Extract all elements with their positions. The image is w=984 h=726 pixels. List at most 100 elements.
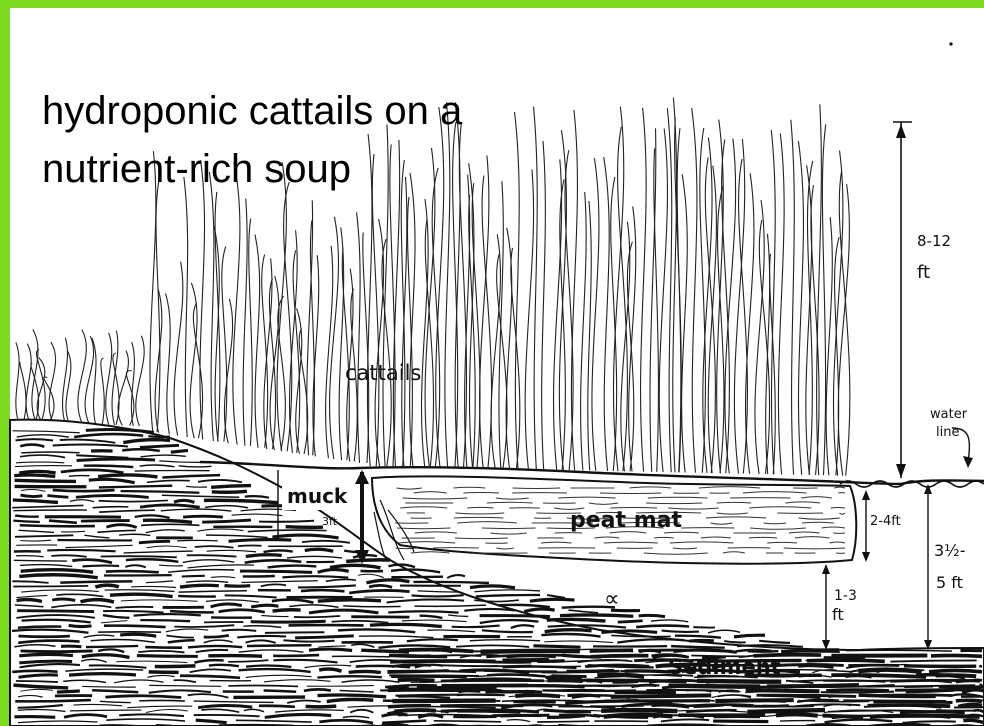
sediment-hatch-stroke	[870, 716, 980, 717]
shore-hatch-stroke	[734, 635, 765, 637]
sediment-hatch-stroke	[694, 705, 724, 707]
sediment-hatch-stroke	[776, 714, 818, 715]
shore-hatch-stroke	[14, 717, 55, 718]
shore-hatch-stroke	[18, 627, 61, 628]
peat-texture-stroke	[454, 517, 504, 518]
shore-hatch-stroke	[412, 595, 464, 596]
shore-hatch-stroke	[83, 566, 120, 567]
sediment-hatch-stroke	[567, 695, 600, 696]
shore-hatch-stroke	[240, 571, 312, 572]
shore-hatch-stroke	[636, 626, 689, 628]
sediment-hatch-stroke	[604, 715, 673, 717]
shore-hatch-stroke	[317, 676, 381, 677]
shore-hatch-stroke	[12, 671, 57, 672]
shore-hatch-stroke	[286, 527, 323, 528]
ink-dot	[949, 42, 952, 45]
shore-hatch-stroke	[180, 585, 219, 587]
sediment-hatch-stroke	[931, 655, 982, 656]
shore-hatch-stroke	[61, 646, 81, 647]
shore-hatch-stroke	[148, 436, 170, 437]
shore-hatch-stroke	[513, 702, 555, 703]
shore-hatch-stroke	[327, 699, 374, 701]
sediment-hatch-stroke	[826, 690, 889, 691]
shore-hatch-stroke	[182, 576, 205, 577]
shore-hatch-stroke	[104, 626, 166, 627]
sediment-hatch-stroke	[515, 695, 560, 696]
sediment-hatch-stroke	[389, 655, 431, 656]
sediment-hatch-stroke	[392, 665, 432, 667]
sediment-hatch-stroke	[746, 690, 820, 691]
sediment-hatch-stroke	[807, 660, 885, 661]
shore-hatch-stroke	[273, 610, 301, 611]
sediment-hatch-stroke	[586, 680, 686, 681]
sediment-hatch-stroke	[936, 675, 977, 676]
shore-hatch-stroke	[18, 636, 69, 637]
shore-hatch-stroke	[13, 510, 87, 511]
sediment-hatch-stroke	[484, 671, 557, 672]
shore-hatch-stroke	[57, 691, 80, 692]
sediment-hatch-stroke	[398, 680, 435, 681]
sediment-hatch-stroke	[390, 661, 495, 662]
shore-hatch-stroke	[560, 615, 633, 616]
shore-hatch-stroke	[873, 702, 952, 703]
shore-hatch-stroke	[120, 634, 156, 636]
shore-hatch-stroke	[69, 476, 89, 477]
sediment-hatch-stroke	[831, 675, 926, 677]
mat-thickness-label: 2-4ft	[870, 514, 901, 529]
water-line-label-1: water	[930, 407, 968, 422]
shore-hatch-stroke	[385, 687, 409, 688]
shore-hatch-stroke	[264, 690, 297, 691]
sediment-hatch-stroke	[389, 675, 479, 676]
shore-hatch-stroke	[480, 616, 550, 617]
sediment-hatch-stroke	[757, 695, 857, 696]
shore-hatch-stroke	[318, 600, 381, 601]
sediment-hatch-stroke	[936, 710, 982, 711]
shore-hatch-stroke	[135, 470, 210, 471]
muck-label: muck	[287, 484, 348, 508]
sediment-hatch-stroke	[394, 710, 436, 711]
sediment-hatch-stroke	[697, 681, 781, 682]
shore-hatch-stroke	[81, 521, 130, 522]
shore-hatch-stroke	[17, 611, 94, 612]
shore-hatch-stroke	[265, 632, 324, 633]
shore-hatch-stroke	[212, 491, 247, 492]
shore-hatch-stroke	[530, 599, 575, 601]
sediment-hatch-stroke	[532, 705, 583, 706]
sediment-hatch-stroke	[736, 650, 772, 651]
shore-hatch-stroke	[332, 656, 390, 657]
shore-hatch-stroke	[900, 712, 965, 713]
muck-depth-label: 3ft	[322, 515, 338, 528]
shore-hatch-stroke	[224, 586, 250, 587]
shore-hatch-stroke	[86, 646, 138, 647]
sediment-hatch-stroke	[858, 670, 921, 672]
shore-hatch-stroke	[309, 649, 352, 650]
shore-hatch-stroke	[601, 631, 657, 633]
sediment-hatch-stroke	[585, 665, 649, 666]
sediment-hatch-stroke	[867, 695, 952, 696]
shore-hatch-stroke	[77, 459, 155, 461]
sediment-hatch-stroke	[547, 680, 582, 681]
shore-hatch-stroke	[149, 672, 179, 673]
shore-hatch-stroke	[19, 471, 55, 473]
sediment-hatch-stroke	[868, 705, 951, 706]
shore-hatch-stroke	[106, 571, 159, 572]
sediment-hatch-stroke	[668, 686, 760, 687]
fish-symbol: ∝	[604, 587, 620, 612]
sediment-hatch-stroke	[388, 706, 431, 707]
shore-hatch-stroke	[137, 656, 198, 657]
depth-label-2: 5 ft	[936, 573, 963, 592]
sediment-hatch-stroke	[958, 705, 982, 707]
shore-hatch-stroke	[13, 586, 88, 587]
height-label: 8-12	[917, 232, 951, 250]
sediment-hatch-stroke	[890, 680, 967, 681]
depth-label-1: 3½-	[934, 541, 965, 560]
shore-hatch-stroke	[93, 507, 129, 508]
sediment-label: Sediment	[668, 655, 781, 679]
sediment-hatch-stroke	[395, 695, 504, 696]
shore-hatch-stroke	[60, 581, 132, 582]
shore-hatch-stroke	[228, 685, 298, 686]
sediment-hatch-stroke	[542, 666, 581, 667]
sediment-hatch-stroke	[843, 700, 946, 701]
shore-hatch-stroke	[19, 654, 73, 655]
sediment-hatch-stroke	[440, 705, 523, 706]
